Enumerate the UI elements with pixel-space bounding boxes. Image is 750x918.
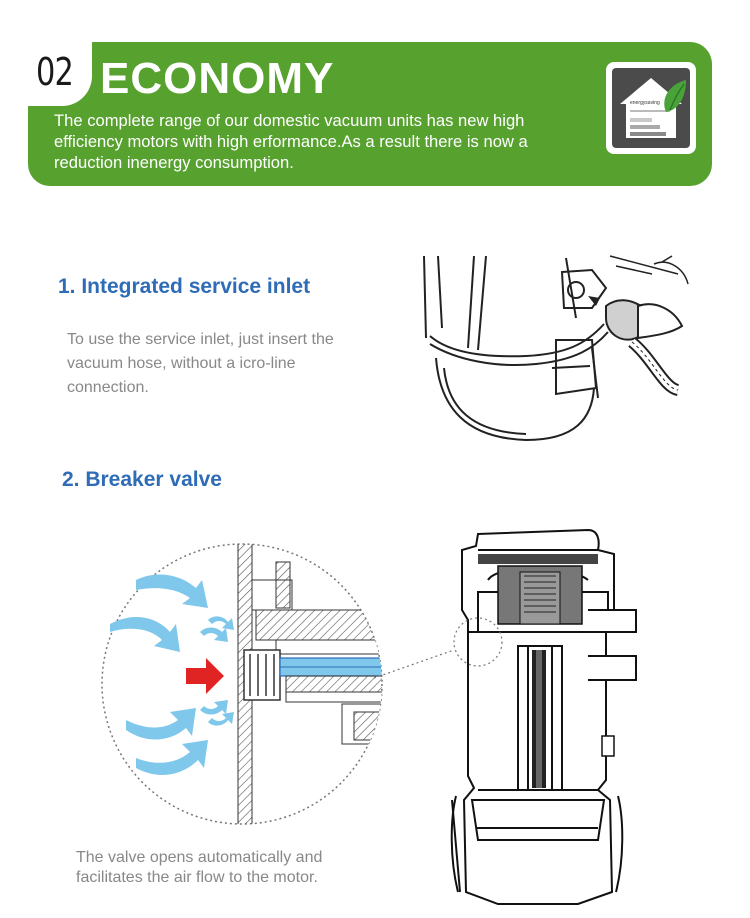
- economy-banner: [28, 42, 712, 186]
- airflow-red-arrow: [186, 658, 224, 694]
- section-heading-service-inlet: 1. Integrated service inlet: [58, 275, 311, 298]
- vacuum-unit-cross-section: [450, 528, 637, 905]
- breaker-valve-detail: [101, 543, 383, 825]
- energy-label: energysaving: [630, 100, 660, 106]
- section-number-badge: [28, 42, 92, 106]
- energy-house-icon: [620, 78, 686, 138]
- section-text-breaker-valve: The valve opens automatically and facili…: [76, 849, 323, 886]
- header-description: The complete range of our domestic vacuu…: [54, 111, 528, 172]
- section-number: 02: [36, 50, 74, 94]
- page-title: ECONOMY: [100, 54, 335, 103]
- energy-saving-icon: energysaving: [606, 62, 696, 154]
- section-text-service-inlet: To use the service inlet, just insert th…: [67, 331, 334, 396]
- section-heading-breaker-valve: 2. Breaker valve: [62, 468, 222, 491]
- service-inlet-illustration: [423, 255, 689, 442]
- detail-connector-line: [373, 649, 455, 679]
